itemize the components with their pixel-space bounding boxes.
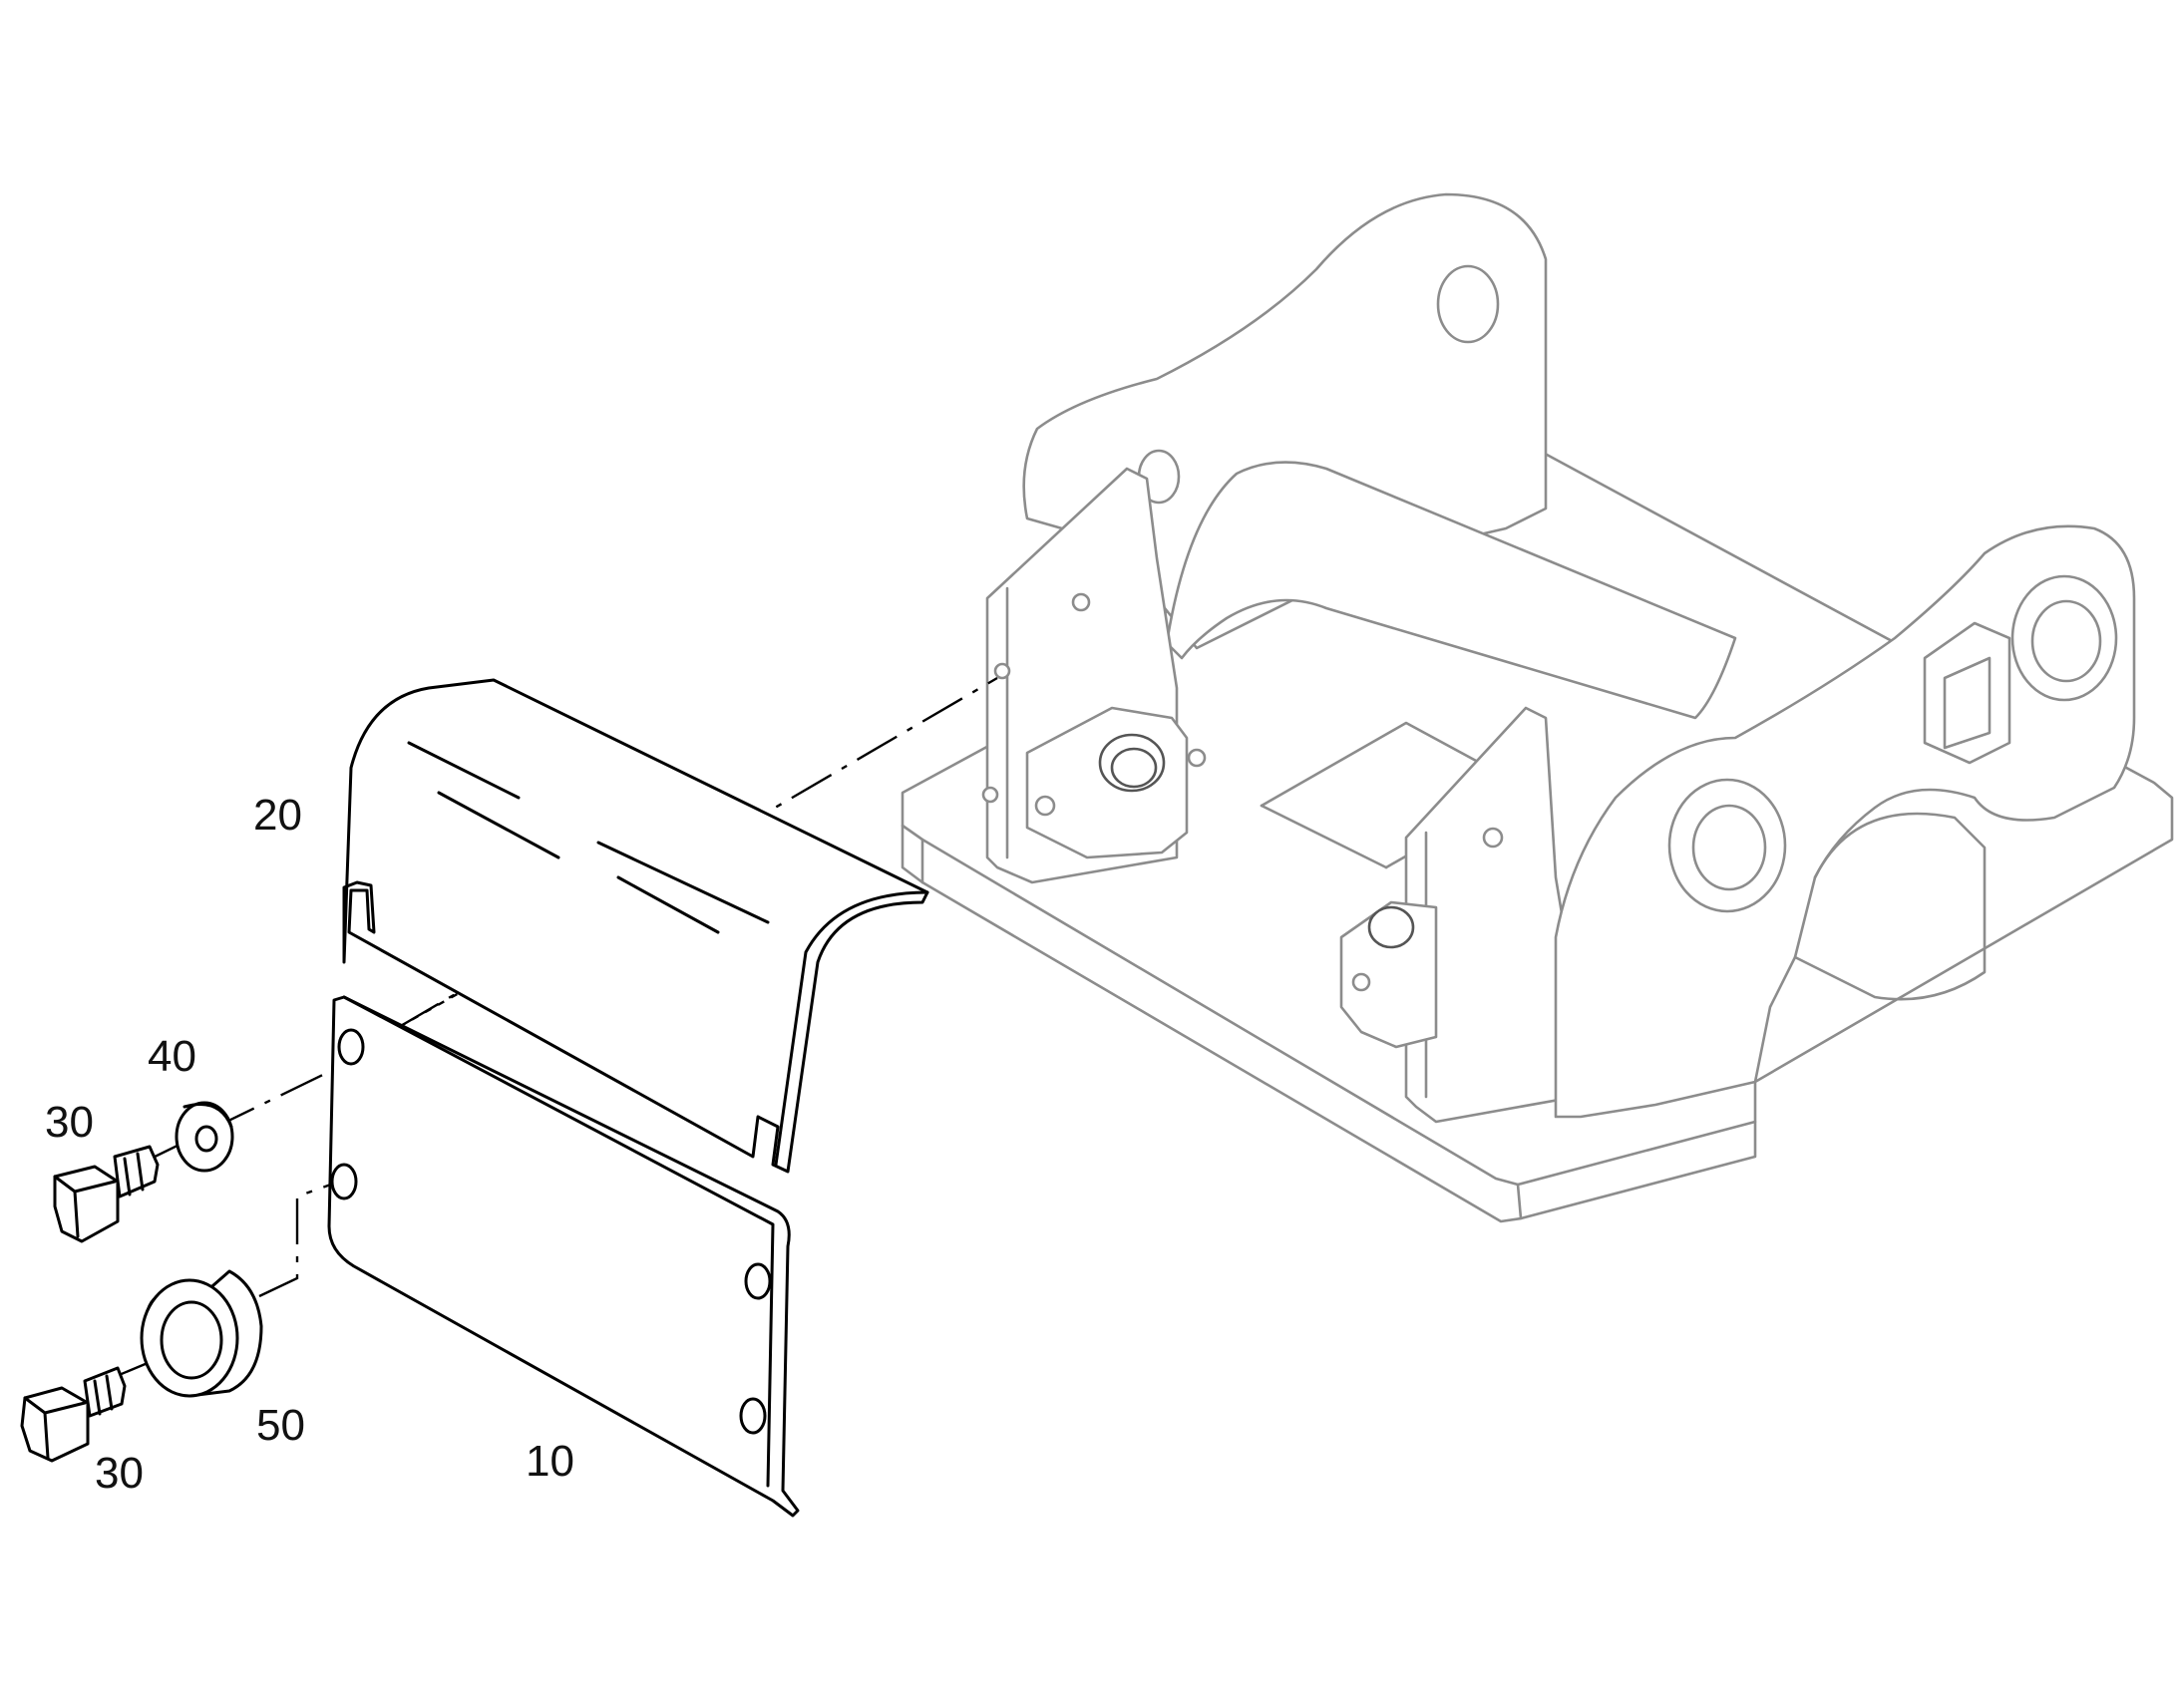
- callout-30-lower: 30: [95, 1449, 144, 1498]
- callout-30-upper: 30: [45, 1098, 94, 1147]
- part-40-washer: [175, 1101, 234, 1173]
- callout-10: 10: [526, 1437, 574, 1486]
- coupler-right-lock-block: [1339, 900, 1438, 1049]
- coupler-cross-tube: [1165, 461, 1737, 720]
- quick-coupler-assembly: [901, 192, 2174, 1223]
- part-30-upper-bolt: [53, 1145, 160, 1243]
- callout-40: 40: [148, 1032, 196, 1081]
- part-50-spacer-ring: [140, 1269, 263, 1398]
- part-20-curved-cover: [342, 678, 929, 1174]
- callout-20: 20: [253, 791, 302, 840]
- part-30-lower-bolt: [20, 1366, 127, 1463]
- part-10-flat-plate: [327, 995, 800, 1518]
- callout-50: 50: [256, 1401, 305, 1450]
- leader-line-upper-bolt: [144, 1065, 340, 1164]
